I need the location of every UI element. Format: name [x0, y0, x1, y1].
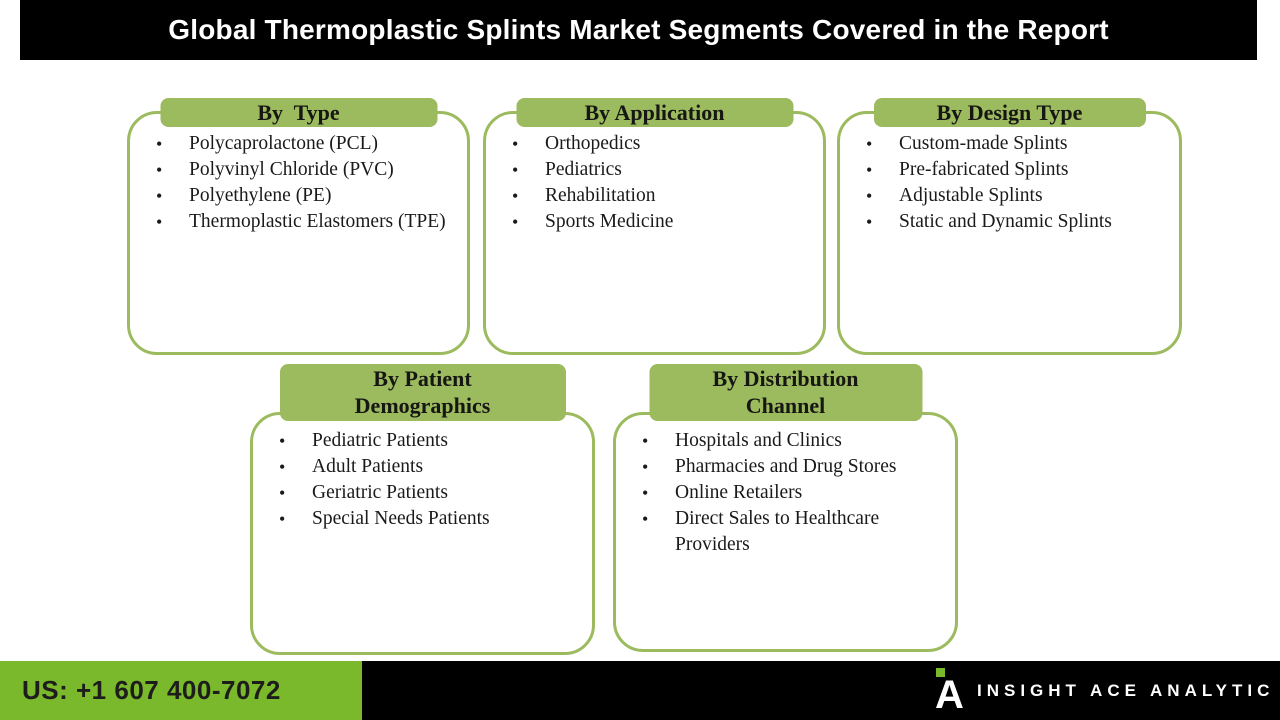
logo-dot-icon	[936, 668, 945, 677]
list-item: Orthopedics	[486, 131, 823, 157]
segment-list-type: Polycaprolactone (PCL) Polyvinyl Chlorid…	[130, 114, 467, 235]
segment-box-design-type: By Design Type Custom-made Splints Pre-f…	[837, 98, 1182, 355]
segment-header-type: By Type	[160, 98, 437, 127]
segment-list-patient-demographics: Pediatric Patients Adult Patients Geriat…	[253, 415, 592, 532]
list-item: Hospitals and Clinics	[616, 428, 955, 454]
list-item: Polyvinyl Chloride (PVC)	[130, 157, 467, 183]
list-item: Static and Dynamic Splints	[840, 209, 1179, 235]
list-item: Pharmacies and Drug Stores	[616, 454, 955, 480]
footer-phone-block: US: +1 607 400-7072	[0, 661, 362, 720]
segment-header-application: By Application	[516, 98, 793, 127]
list-item: Sports Medicine	[486, 209, 823, 235]
segment-box-type: By Type Polycaprolactone (PCL) Polyvinyl…	[127, 98, 470, 355]
list-item: Rehabilitation	[486, 183, 823, 209]
list-item: Polycaprolactone (PCL)	[130, 131, 467, 157]
title-bar: Global Thermoplastic Splints Market Segm…	[20, 0, 1257, 60]
segment-header-patient-demographics: By Patient Demographics	[279, 364, 566, 421]
segment-header-distribution-channel: By Distribution Channel	[649, 364, 922, 421]
list-item: Custom-made Splints	[840, 131, 1179, 157]
list-item: Thermoplastic Elastomers (TPE)	[130, 209, 467, 235]
list-item: Online Retailers	[616, 480, 955, 506]
list-item: Direct Sales to Healthcare Providers	[616, 506, 955, 558]
segment-list-distribution-channel: Hospitals and Clinics Pharmacies and Dru…	[616, 415, 955, 558]
insightace-logo-icon: A	[935, 667, 969, 717]
segment-box-distribution-channel: By Distribution Channel Hospitals and Cl…	[613, 364, 958, 652]
segment-list-application: Orthopedics Pediatrics Rehabilitation Sp…	[486, 114, 823, 235]
footer-brand-block: A INSIGHT ACE ANALYTIC	[362, 661, 1280, 720]
logo-letter: A	[935, 673, 964, 717]
segment-header-design-type: By Design Type	[873, 98, 1146, 127]
page-title: Global Thermoplastic Splints Market Segm…	[168, 14, 1109, 45]
segment-box-application: By Application Orthopedics Pediatrics Re…	[483, 98, 826, 355]
list-item: Adjustable Splints	[840, 183, 1179, 209]
segment-list-design-type: Custom-made Splints Pre-fabricated Splin…	[840, 114, 1179, 235]
list-item: Pediatric Patients	[253, 428, 592, 454]
list-item: Adult Patients	[253, 454, 592, 480]
brand-name: INSIGHT ACE ANALYTIC	[977, 680, 1275, 700]
list-item: Pediatrics	[486, 157, 823, 183]
list-item: Special Needs Patients	[253, 506, 592, 532]
list-item: Pre-fabricated Splints	[840, 157, 1179, 183]
segment-box-patient-demographics: By Patient Demographics Pediatric Patien…	[250, 364, 595, 655]
list-item: Polyethylene (PE)	[130, 183, 467, 209]
list-item: Geriatric Patients	[253, 480, 592, 506]
phone-number: US: +1 607 400-7072	[22, 675, 281, 705]
